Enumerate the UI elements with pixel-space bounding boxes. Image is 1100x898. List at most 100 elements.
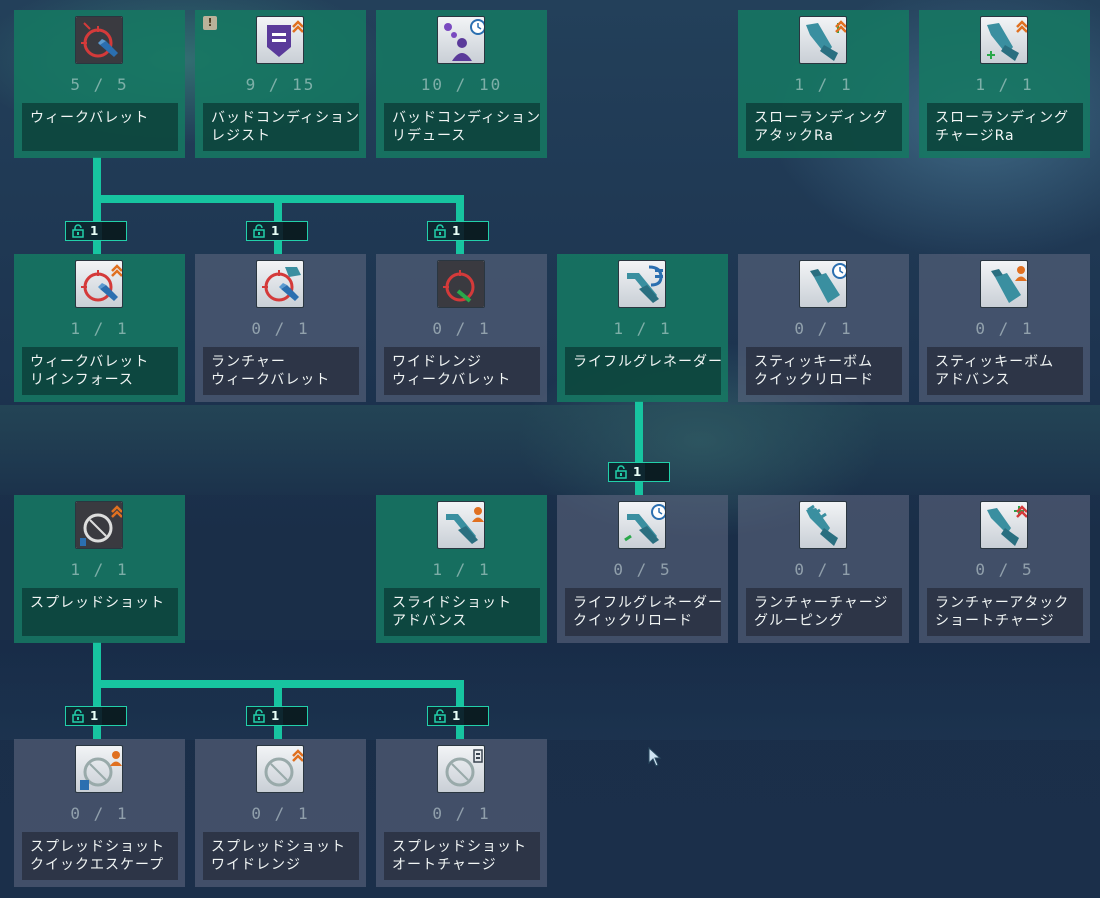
skill-name-line2: クイックリロード bbox=[573, 613, 693, 629]
unlock-bar bbox=[102, 707, 126, 725]
lock-icon bbox=[609, 463, 633, 481]
skill-name: スティッキーボム アドバンス bbox=[927, 347, 1083, 395]
skill-name: スライドショット アドバンス bbox=[384, 588, 540, 636]
skill-name-line2: アドバンス bbox=[392, 613, 468, 629]
skill-name-line2: レジスト bbox=[211, 128, 271, 144]
skill-level: 1 / 1 bbox=[70, 560, 129, 579]
skill-name-line2: グルーピング bbox=[754, 613, 844, 629]
skill-name: スローランディング アタックRa bbox=[746, 103, 902, 151]
spread-shot-quick-escape-icon bbox=[75, 745, 123, 793]
skill-name: ランチャー ウィークバレット bbox=[203, 347, 359, 395]
lock-icon bbox=[428, 222, 452, 240]
skill-name: スプレッドショット クイックエスケープ bbox=[22, 832, 178, 880]
unlock-bar bbox=[645, 463, 669, 481]
weak-bullet-icon bbox=[75, 16, 123, 64]
skill-name-line1: スローランディング bbox=[935, 110, 1070, 126]
connector-line bbox=[635, 401, 643, 495]
skill-name-line1: スローランディング bbox=[754, 110, 889, 126]
skill-name-line1: スプレッドショット bbox=[30, 595, 165, 611]
skill-card[interactable]: 0 / 1 スプレッドショット クイックエスケープ bbox=[14, 739, 185, 887]
skill-card[interactable]: 0 / 5 ライフルグレネーダー クイックリロード bbox=[557, 495, 728, 643]
skill-level: 0 / 1 bbox=[251, 804, 310, 823]
skill-name: スローランディング チャージRa bbox=[927, 103, 1083, 151]
lock-icon bbox=[66, 222, 90, 240]
skill-name-line2: リデュース bbox=[392, 128, 467, 144]
skill-level: 0 / 5 bbox=[975, 560, 1034, 579]
skill-card[interactable]: 0 / 1 ランチャー ウィークバレット bbox=[195, 254, 366, 402]
rifle-grenader-icon bbox=[618, 260, 666, 308]
skill-level: 0 / 1 bbox=[432, 319, 491, 338]
skill-name-line1: スライドショット bbox=[392, 595, 512, 611]
skill-card[interactable]: 5 / 5 ウィークバレット bbox=[14, 10, 185, 158]
unlock-bar bbox=[464, 707, 488, 725]
skill-name: バッドコンディション レジスト bbox=[203, 103, 359, 151]
skill-card[interactable]: 0 / 5 ランチャーアタック ショートチャージ bbox=[919, 495, 1090, 643]
skill-card[interactable]: 0 / 1 ワイドレンジ ウィークバレット bbox=[376, 254, 547, 402]
spread-shot-auto-charge-icon bbox=[437, 745, 485, 793]
unlock-bar bbox=[283, 707, 307, 725]
skill-card[interactable]: 10 / 10 バッドコンディション リデュース bbox=[376, 10, 547, 158]
unlock-bar bbox=[464, 222, 488, 240]
slide-shot-advance-icon bbox=[437, 501, 485, 549]
skill-name: スプレッドショット bbox=[22, 588, 178, 636]
connector-line bbox=[93, 157, 101, 254]
skill-card[interactable]: 1 / 1 ウィークバレット リインフォース bbox=[14, 254, 185, 402]
lock-icon bbox=[247, 222, 271, 240]
skill-card[interactable]: 0 / 1 ランチャーチャージ グルーピング bbox=[738, 495, 909, 643]
skill-card[interactable]: 0 / 1 スティッキーボム アドバンス bbox=[919, 254, 1090, 402]
skill-name-line2: ウィークバレット bbox=[211, 372, 331, 388]
skill-name: ライフルグレネーダー クイックリロード bbox=[565, 588, 722, 636]
skill-name-line2: ウィークバレット bbox=[392, 372, 512, 388]
wide-range-weak-bullet-icon bbox=[437, 260, 485, 308]
skill-card[interactable]: 0 / 1 スプレッドショット オートチャージ bbox=[376, 739, 547, 887]
bad-condition-resist-icon bbox=[256, 16, 304, 64]
lock-icon bbox=[247, 707, 271, 725]
skill-name-line2: チャージRa bbox=[935, 128, 1015, 144]
skill-name-line1: ランチャー bbox=[211, 354, 286, 370]
unlock-level: 1 bbox=[452, 709, 461, 723]
skill-level: 0 / 5 bbox=[613, 560, 672, 579]
skill-name: ランチャーアタック ショートチャージ bbox=[927, 588, 1083, 636]
unlock-level: 1 bbox=[452, 224, 461, 238]
skill-name: ランチャーチャージ グルーピング bbox=[746, 588, 902, 636]
skill-level: 1 / 1 bbox=[794, 75, 853, 94]
skill-name-line2: クイックエスケープ bbox=[30, 857, 165, 873]
notice-badge-icon: ! bbox=[203, 16, 217, 30]
skill-card[interactable]: 1 / 1 スプレッドショット bbox=[14, 495, 185, 643]
unlock-bar bbox=[102, 222, 126, 240]
skill-name-line2: クイックリロード bbox=[754, 372, 874, 388]
skill-name-line1: ワイドレンジ bbox=[392, 354, 482, 370]
launcher-attack-short-charge-icon bbox=[980, 501, 1028, 549]
unlock-level: 1 bbox=[633, 465, 642, 479]
unlock-level: 1 bbox=[271, 709, 280, 723]
unlock-requirement: 1 bbox=[427, 706, 489, 726]
skill-name-line1: スプレッドショット bbox=[30, 839, 165, 855]
unlock-level: 1 bbox=[90, 224, 99, 238]
skill-card[interactable]: ! 9 / 15 バッドコンディション レジスト bbox=[195, 10, 366, 158]
unlock-level: 1 bbox=[90, 709, 99, 723]
skill-level: 10 / 10 bbox=[420, 75, 503, 94]
unlock-bar bbox=[283, 222, 307, 240]
skill-name-line1: ランチャーアタック bbox=[935, 595, 1070, 611]
skill-name-line1: スプレッドショット bbox=[392, 839, 527, 855]
launcher-weak-bullet-icon bbox=[256, 260, 304, 308]
skill-name-line1: スティッキーボム bbox=[935, 354, 1055, 370]
skill-name-line1: ウィークバレット bbox=[30, 110, 150, 126]
skill-card[interactable]: 1 / 1 ライフルグレネーダー bbox=[557, 254, 728, 402]
skill-name-line1: ウィークバレット bbox=[30, 354, 150, 370]
skill-card[interactable]: 0 / 1 スティッキーボム クイックリロード bbox=[738, 254, 909, 402]
slow-landing-charge-icon bbox=[980, 16, 1028, 64]
unlock-requirement: 1 bbox=[427, 221, 489, 241]
skill-card[interactable]: 0 / 1 スプレッドショット ワイドレンジ bbox=[195, 739, 366, 887]
skill-card[interactable]: 1 / 1 スライドショット アドバンス bbox=[376, 495, 547, 643]
skill-card[interactable]: 1 / 1 スローランディング アタックRa bbox=[738, 10, 909, 158]
skill-level: 5 / 5 bbox=[70, 75, 129, 94]
skill-name-line1: スプレッドショット bbox=[211, 839, 346, 855]
skill-name: ウィークバレット bbox=[22, 103, 178, 151]
skill-card[interactable]: 1 / 1 スローランディング チャージRa bbox=[919, 10, 1090, 158]
skill-name-line2: オートチャージ bbox=[392, 857, 497, 873]
sticky-bomb-advance-icon bbox=[980, 260, 1028, 308]
skill-level: 9 / 15 bbox=[245, 75, 316, 94]
rifle-grenader-quick-reload-icon bbox=[618, 501, 666, 549]
skill-name-line1: バッドコンディション bbox=[392, 110, 542, 126]
